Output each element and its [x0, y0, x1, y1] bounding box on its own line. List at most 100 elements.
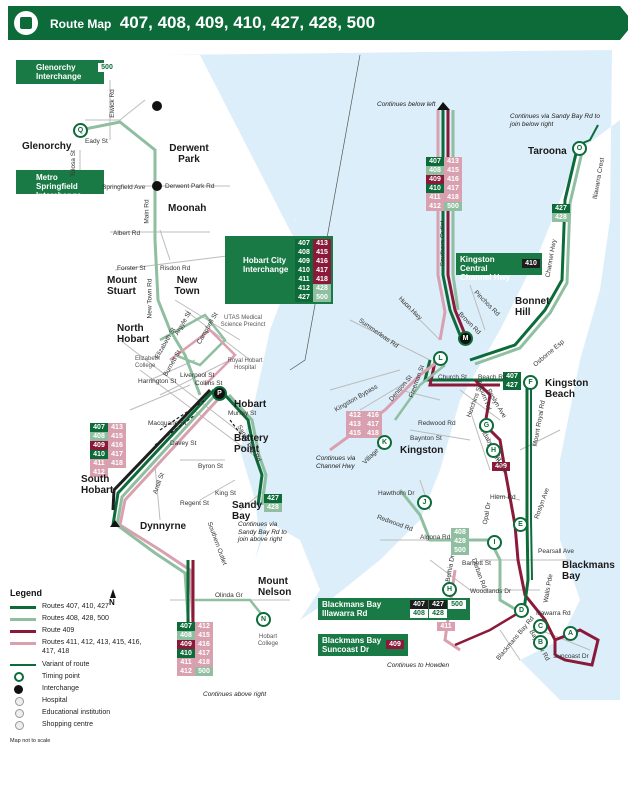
- route-trunk-darkgreen: [111, 388, 216, 526]
- timing-point-q[interactable]: Q: [73, 123, 88, 138]
- suburb-hobart: Hobart: [234, 399, 267, 410]
- interchange-derwent-park: [152, 101, 162, 111]
- timing-point-k[interactable]: K: [377, 435, 392, 450]
- road-hiern: Hiern Rd: [490, 494, 516, 501]
- road-regent: Regent St: [180, 500, 209, 507]
- sb-415: 415: [108, 432, 126, 441]
- timing-point-m[interactable]: M: [458, 331, 473, 346]
- suburb-derwent-park: Derwent Park: [169, 143, 209, 165]
- sb-412: 412: [90, 468, 108, 477]
- ks-500: 500: [451, 546, 469, 555]
- illawarra-route-427: 427: [429, 600, 447, 609]
- legend-swatch-variant: [10, 664, 36, 666]
- terminus-arrow-top: [437, 102, 450, 110]
- lb-412: 412: [195, 622, 213, 631]
- legend-swatch-407: [10, 606, 36, 609]
- timing-point-a[interactable]: A: [563, 626, 578, 641]
- road-woodlands: Woodlands Dr: [470, 588, 512, 595]
- timing-point-p[interactable]: P: [212, 386, 227, 401]
- timing-point-b[interactable]: B: [533, 635, 548, 650]
- suburb-kingston-beach: Kingston Beach: [545, 378, 589, 400]
- timing-point-j[interactable]: J: [417, 495, 432, 510]
- suburb-south-hobart: South Hobart: [81, 474, 114, 496]
- road-tolosa: Tolosa St: [69, 150, 77, 177]
- il-411: 411: [437, 622, 455, 631]
- hc-route-416: 416: [313, 257, 331, 266]
- legend-label-timing: Timing point: [42, 673, 80, 680]
- left-water: [200, 55, 300, 560]
- ta-427: 427: [552, 204, 570, 213]
- hc-route-418: 418: [313, 275, 331, 284]
- timing-point-h[interactable]: H: [486, 443, 501, 458]
- illawarra-route-428: 428: [429, 609, 447, 618]
- derwent-river-water: [160, 50, 620, 700]
- legend-label-407: Routes 407, 410, 427: [42, 603, 109, 610]
- shopping-icon: [15, 721, 24, 730]
- glenorchy-interchange[interactable]: Glenorchy Interchange 500: [16, 60, 116, 84]
- suncoast-route-409: 409: [386, 640, 404, 649]
- suburb-new-town: New Town: [174, 275, 200, 297]
- road-beach: Beach Rd: [478, 374, 507, 381]
- timing-point-g[interactable]: G: [479, 418, 494, 433]
- timing-point-n[interactable]: N: [256, 612, 271, 627]
- note-continues-channel: Continues via Channel Hwy: [316, 455, 356, 470]
- road-murray: Murray St: [228, 410, 257, 417]
- institution-royal-hobart-hospital: Royal Hobart Hospital: [227, 358, 263, 371]
- hobart-city-label: Hobart City Interchange: [243, 256, 289, 274]
- note-continues-below-left: Continues below left: [377, 101, 436, 108]
- timing-point-i[interactable]: I: [487, 535, 502, 550]
- sb-417: 417: [108, 450, 126, 459]
- legend-label-411: Routes 411, 412, 413, 415, 416, 417, 418: [42, 639, 142, 655]
- timing-point-c[interactable]: C: [533, 619, 548, 634]
- road-forster: Forster St: [117, 265, 146, 272]
- road-main: Main Rd: [143, 199, 151, 224]
- legend-label-409: Route 409: [42, 627, 75, 634]
- suburb-mount-stuart: Mount Stuart: [107, 275, 137, 297]
- bus-icon: [14, 11, 38, 35]
- timing-point-h2[interactable]: H: [442, 582, 457, 597]
- lb-416: 416: [195, 640, 213, 649]
- road-macquarie: Macquarie St: [148, 420, 187, 427]
- route-dashed-2: [154, 414, 196, 446]
- kingston-central-interchange[interactable]: Kingston Central Channel Hwy 410: [456, 253, 542, 282]
- kl-415: 415: [346, 429, 364, 438]
- sb-416: 416: [108, 441, 126, 450]
- suburb-kingston: Kingston: [400, 445, 444, 456]
- legend-label-shopping: Shopping centre: [42, 721, 93, 728]
- north-arrow-icon: [110, 589, 116, 598]
- road-eady: Eady St: [85, 138, 108, 145]
- lb-410: 410: [177, 649, 195, 658]
- map-legend: Legend Routes 407, 410, 427 Routes 408, …: [10, 588, 170, 744]
- suburb-north-hobart: North Hobart: [117, 323, 150, 345]
- hobart-city-interchange[interactable]: Hobart City Interchange 407 413 408 415 …: [225, 236, 333, 304]
- tr-411: 411: [426, 193, 444, 202]
- timing-point-e[interactable]: E: [513, 517, 528, 532]
- bh-427: 427: [503, 381, 521, 390]
- road-liverpool: Liverpool St: [180, 372, 215, 379]
- timing-point-l[interactable]: L: [433, 351, 448, 366]
- road-southern-outlet-right: Southern Outlet: [439, 220, 447, 267]
- legend-swatch-411: [10, 642, 36, 645]
- road-harrington: Harrington St: [138, 378, 177, 385]
- suburb-moonah: Moonah: [168, 203, 207, 214]
- sb-411: 411: [90, 459, 108, 468]
- sb-408: 408: [90, 432, 108, 441]
- hc-route-408: 408: [295, 248, 313, 257]
- route-grid-suncoast: 409: [492, 462, 510, 471]
- metro-springfield-interchange[interactable]: Metro Springfield Interchange: [16, 170, 104, 200]
- tr-415: 415: [444, 166, 462, 175]
- road-baynton: Baynton St: [410, 435, 442, 442]
- note-continues-via-sandy-left: Continues via Sandy Bay Rd to join above…: [238, 521, 287, 543]
- note-continues-above-right: Continues above right: [203, 691, 267, 698]
- road-collins: Collins St: [195, 380, 223, 387]
- sb-410: 410: [90, 450, 108, 459]
- blackmans-bay-suncoast-interchange[interactable]: Blackmans Bay Suncoast Dr 409: [318, 634, 408, 656]
- road-new-town: New Town Rd: [146, 278, 154, 319]
- timing-point-d[interactable]: D: [514, 603, 529, 618]
- timing-point-f[interactable]: F: [523, 375, 538, 390]
- road-king: King St: [215, 490, 236, 497]
- right-streets: [329, 284, 591, 661]
- blackmans-bay-illawarra-interchange[interactable]: Blackmans Bay Illawarra Rd 407 427 500 4…: [318, 598, 470, 620]
- legend-label-variant: Variant of route: [42, 661, 90, 668]
- timing-point-o[interactable]: O: [572, 141, 587, 156]
